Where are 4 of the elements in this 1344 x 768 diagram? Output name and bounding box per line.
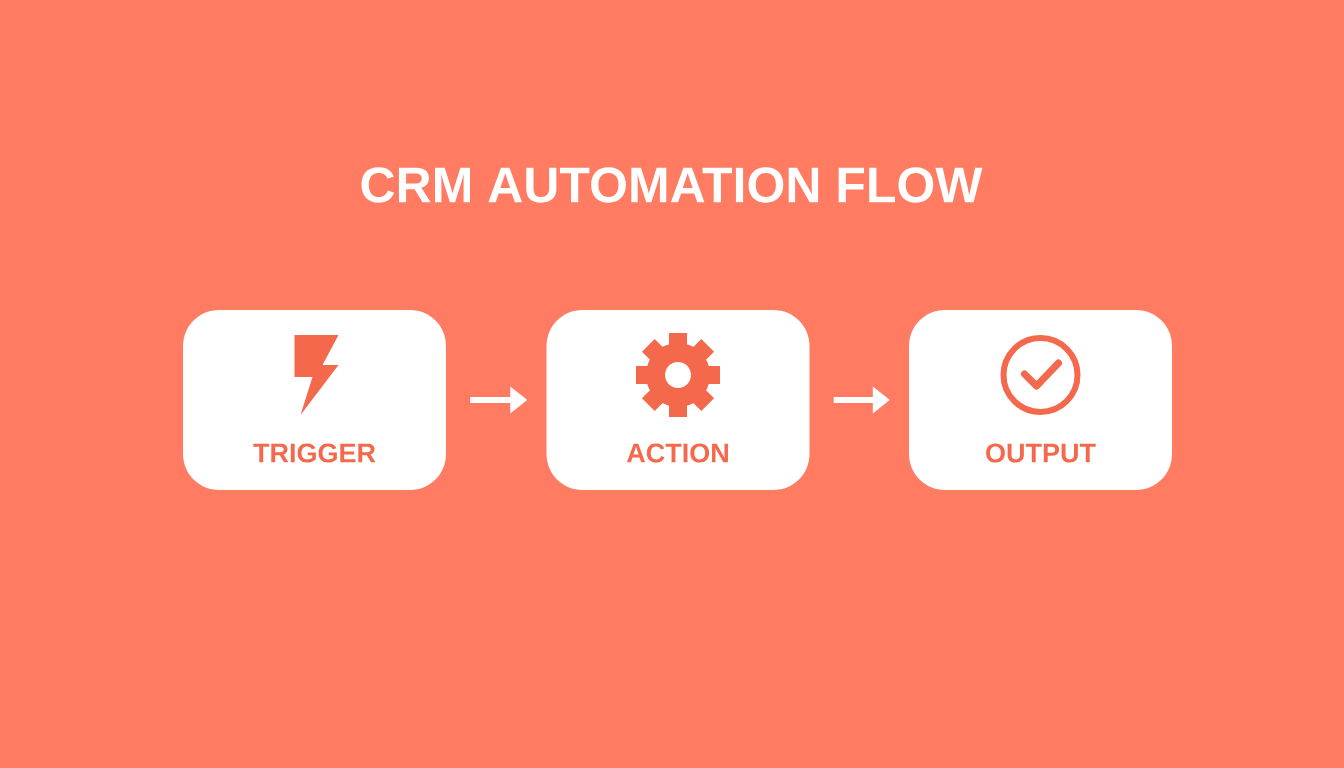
title: CRM AUTOMATION FLOW [361,167,983,203]
step-label: ACTION [626,443,728,463]
step-label: OUTPUT [986,443,1096,463]
step-label: TRIGGER [253,443,376,463]
